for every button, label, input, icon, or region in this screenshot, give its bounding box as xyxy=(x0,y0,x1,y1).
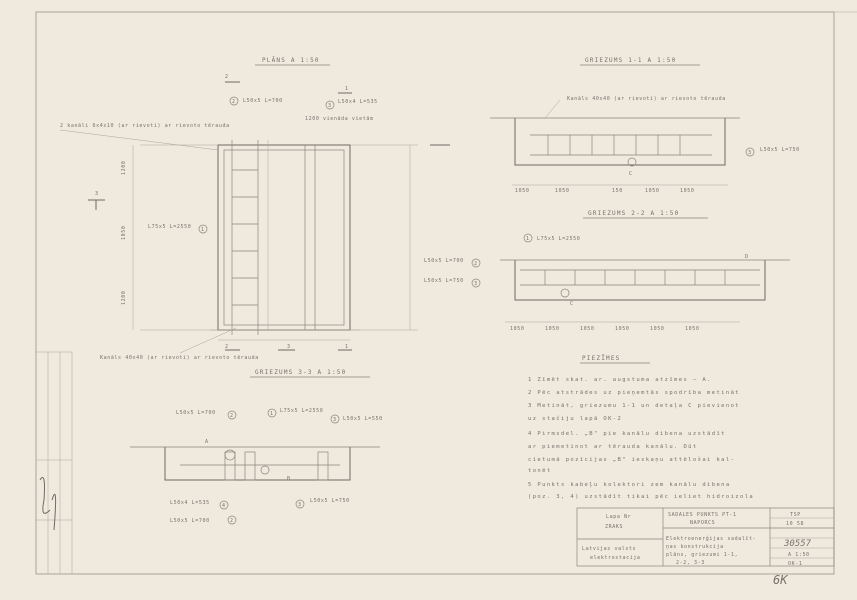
project-line: NAPORCS xyxy=(690,520,715,526)
section-1-mark: L50x5 L=750 xyxy=(760,147,800,153)
drawing-title-line: ņas konstrukcija xyxy=(666,544,724,550)
drawing-title-line: Elektroenerģijas sadalīt- xyxy=(666,536,756,542)
section-1-dim: 1050 xyxy=(645,188,659,194)
note-line: 2 Pēc atstrādes uz pieņemtās spodrība me… xyxy=(528,390,740,396)
sheet-number: OK-1 xyxy=(788,561,802,567)
plan-callout-top-left: 2 kanāli 6x4x10 (ar rievoti) ar rievoto … xyxy=(60,123,230,129)
sheet-label: Lapa Nr xyxy=(606,514,631,520)
title-block: Lapa Nr ZRAKS Latvijas valsts elektrosta… xyxy=(576,507,835,587)
section-3-mark-2: L75x5 L=2550 xyxy=(280,408,323,414)
plan-mark-2: L50x4 L=535 xyxy=(338,99,378,105)
section-2-view: GRIEZUMS 2-2 A 1:50 1 L75x5 L=2550 2 L50… xyxy=(424,210,790,332)
side-stamp xyxy=(35,351,73,575)
svg-text:3: 3 xyxy=(748,150,752,156)
section-2-title: GRIEZUMS 2-2 A 1:50 xyxy=(588,210,679,217)
svg-text:2: 2 xyxy=(230,518,234,524)
plan-mark-3: L75x5 L=2550 xyxy=(148,224,191,230)
svg-text:3: 3 xyxy=(328,103,332,109)
section-2-dim: 1050 xyxy=(650,326,664,332)
drawing-code: TSP xyxy=(790,512,801,518)
section-1-label-c: C xyxy=(629,171,633,177)
plan-title: PLĀNS A 1:50 xyxy=(262,57,320,64)
note-line: (poz. 3, 4) uzstādīt tikai pēc ieliet hi… xyxy=(528,494,754,500)
svg-text:2: 2 xyxy=(474,261,478,267)
section-3-label-a: A xyxy=(205,439,209,445)
sheet-value: ZRAKS xyxy=(605,524,623,530)
svg-text:3: 3 xyxy=(298,502,302,508)
plan-view: PLĀNS A 1:50 2 2 3 1 1 3 2 kanāli 6x4x10… xyxy=(59,57,418,361)
note-line: 5 Punkts kabeļu kolektori zem kanālu dib… xyxy=(528,482,731,488)
project-line: SADALES PUNKTS PT-1 xyxy=(668,512,737,518)
section-2-dim: 1050 xyxy=(615,326,629,332)
section-3-mark-4: L50x4 L=535 xyxy=(170,500,210,506)
section-2-mark-3: L50x5 L=750 xyxy=(424,278,464,284)
svg-text:2: 2 xyxy=(225,74,229,80)
svg-text:1: 1 xyxy=(345,86,349,92)
drawing-title-line: 2-2, 3-3 xyxy=(676,560,705,566)
svg-text:1: 1 xyxy=(201,227,205,233)
section-1-callout: Kanāls 40x40 (ar rievoti) ar rievoto tēr… xyxy=(567,96,726,102)
section-1-dim: 1050 xyxy=(680,188,694,194)
section-3-label-b: B xyxy=(287,476,291,482)
section-1-view: GRIEZUMS 1-1 A 1:50 Kanāls 40x40 (ar rie… xyxy=(430,57,800,194)
section-3-mark-5: L50x5 L=700 xyxy=(170,518,210,524)
section-3-mark-3: L50x5 L=550 xyxy=(343,416,383,422)
section-1-dim: 150 xyxy=(612,188,623,194)
svg-text:2: 2 xyxy=(230,413,234,419)
section-3-title: GRIEZUMS 3-3 A 1:50 xyxy=(255,369,346,376)
section-2-dim: 1050 xyxy=(510,326,524,332)
note-line: 3 Metināt, griezumu 1-1 un detaļa C piev… xyxy=(528,403,740,409)
svg-text:3: 3 xyxy=(287,344,291,350)
svg-text:1: 1 xyxy=(345,344,349,350)
note-line: cietumā pozīcijas „B" ieskaņu attēlošai … xyxy=(528,456,735,463)
drawing-title-line: plāns, griezumi 1-1, xyxy=(666,552,738,558)
drawing-year: 10 58 xyxy=(786,521,804,527)
plan-dim-1: 1200 xyxy=(121,161,127,175)
svg-text:1: 1 xyxy=(270,411,274,417)
handwritten-mark: 6K xyxy=(773,573,788,587)
organization-line: elektrostacija xyxy=(590,555,641,561)
plan-dim-3: 1200 xyxy=(121,291,127,305)
note-line: ar piemetinot ar tērauda kanālu. Dūt xyxy=(528,444,698,450)
note-line: tonēt xyxy=(528,468,552,474)
note-line: uz stačiju lapā OK-2 xyxy=(528,415,622,422)
note-line: 4 Pirmsdel. „B" pie kanālu dibena uzstād… xyxy=(528,431,726,437)
note-line: 1 Zīmēt skat. ar. augstuma atzīmes — A. xyxy=(528,377,712,383)
organization-line: Latvijas valsts xyxy=(582,546,636,552)
svg-text:3: 3 xyxy=(474,281,478,287)
sheet-border xyxy=(35,11,835,575)
section-3-view: GRIEZUMS 3-3 A 1:50 A B 2 L50x5 L=700 1 … xyxy=(130,369,383,525)
section-2-mark-1: L75x5 L=2550 xyxy=(537,236,580,242)
section-2-label-d: D xyxy=(745,254,749,260)
svg-text:2: 2 xyxy=(225,344,229,350)
section-3-mark-1: L50x5 L=700 xyxy=(176,410,216,416)
section-3-mark-6: L50x5 L=750 xyxy=(310,498,350,504)
section-2-mark-2: L50x5 L=700 xyxy=(424,258,464,264)
section-2-label-c: C xyxy=(570,301,574,307)
drawing-scale: A 1:50 xyxy=(788,552,810,558)
section-2-dim: 1050 xyxy=(580,326,594,332)
section-1-title: GRIEZUMS 1-1 A 1:50 xyxy=(585,57,676,64)
svg-text:2: 2 xyxy=(232,99,236,105)
section-2-dim: 1050 xyxy=(545,326,559,332)
section-1-dim: 1050 xyxy=(555,188,569,194)
svg-text:4: 4 xyxy=(222,503,226,509)
section-2-dim: 1050 xyxy=(685,326,699,332)
notes-block: PIEZĪMES 1 Zīmēt skat. ar. augstuma atzī… xyxy=(528,355,754,500)
svg-text:3: 3 xyxy=(95,191,99,197)
plan-mark-1: L50x5 L=700 xyxy=(243,98,283,104)
plan-dim-2: 1050 xyxy=(121,226,127,240)
svg-text:1: 1 xyxy=(526,236,530,242)
plan-callout-bottom-left: Kanāls 40x40 (ar rievoti) ar rievoto tēr… xyxy=(100,355,259,361)
drawing-number: 30557 xyxy=(783,539,812,549)
svg-text:3: 3 xyxy=(333,417,337,423)
notes-title: PIEZĪMES xyxy=(582,355,621,362)
plan-mark-note: 1200 vienāda vietām xyxy=(305,116,374,122)
section-1-dim: 1050 xyxy=(515,188,529,194)
